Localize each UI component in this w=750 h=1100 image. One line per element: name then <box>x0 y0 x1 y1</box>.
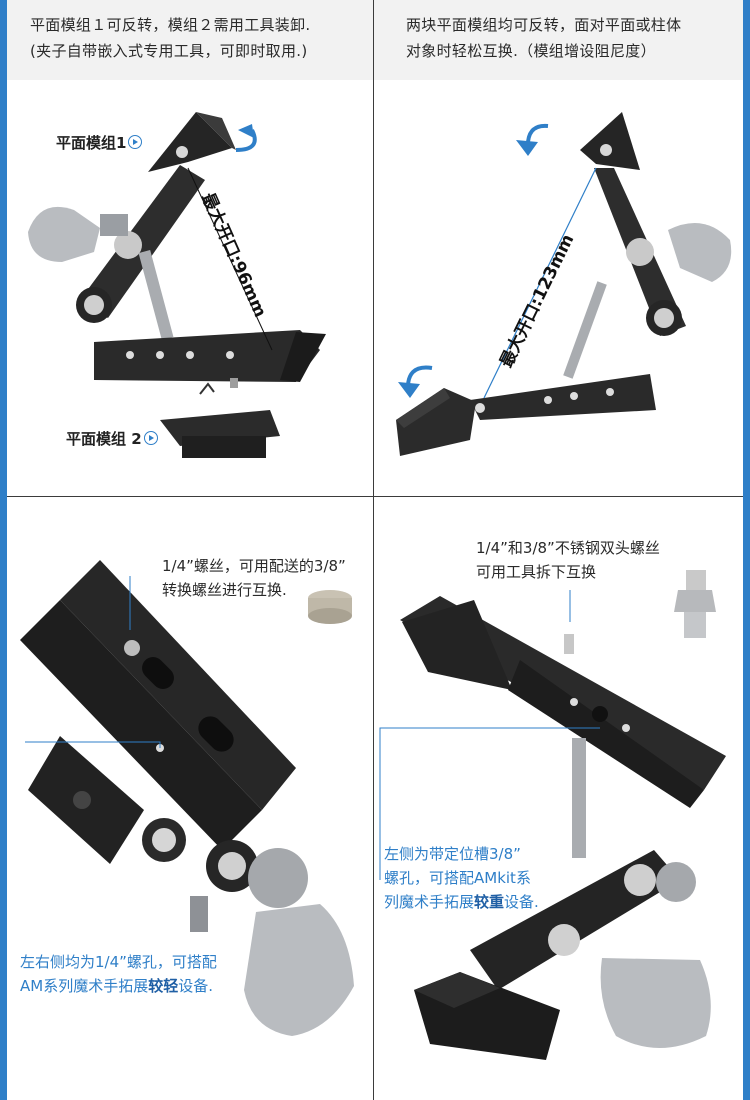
bottom-right-hole-note: 左侧为带定位槽3/8” 螺孔，可搭配AMkit系 列魔术手拓展较重设备. <box>384 842 539 914</box>
hole-note-text: 设备. <box>178 977 214 995</box>
module1-label-text: 平面模组1 <box>56 134 127 152</box>
bottom-left-screw-note-line2: 转换螺丝进行互换. <box>162 581 287 599</box>
module1-label: 平面模组1 <box>56 132 143 153</box>
hole-note-text: 设备. <box>504 893 539 911</box>
caption-bg-left <box>7 0 373 80</box>
hole-note-text: AM系列魔术手拓展 <box>20 977 149 995</box>
top-right-caption-line1: 两块平面模组均可反转，面对平面或柱体 <box>406 16 682 34</box>
caption-bg-right <box>374 0 743 80</box>
bottom-right-hole-note-line1: 左侧为带定位槽3/8” <box>384 845 521 863</box>
play-circle-icon <box>128 135 143 149</box>
hole-note-emphasis: 较轻 <box>148 977 179 995</box>
bottom-right-screw-note-line2: 可用工具拆下互换 <box>476 563 597 581</box>
play-circle-icon <box>143 431 158 445</box>
top-left-caption-line1: 平面模组１可反转，模组２需用工具装卸. <box>30 16 311 34</box>
bottom-left-screw-note: 1/4”螺丝，可用配送的3/8” 转换螺丝进行互换. <box>162 554 346 602</box>
clamp-top-left-image <box>28 112 326 458</box>
right-accent-border <box>743 0 750 1100</box>
bottom-left-hole-note-line2: AM系列魔术手拓展较轻设备. <box>20 974 217 998</box>
module2-label-text: 平面模组 2 <box>66 430 142 448</box>
left-accent-border <box>0 0 7 1100</box>
bottom-right-hole-note-line3: 列魔术手拓展较重设备. <box>384 890 539 914</box>
clamp-bottom-left-image <box>20 560 354 1036</box>
bottom-left-hole-note: 左右侧均为1/4”螺孔，可搭配 AM系列魔术手拓展较轻设备. <box>20 950 217 998</box>
clamp-bottom-right-image <box>379 570 726 1060</box>
module2-label: 平面模组 2 <box>66 428 158 449</box>
bottom-left-screw-note-line1: 1/4”螺丝，可用配送的3/8” <box>162 557 346 575</box>
hole-note-emphasis: 较重 <box>474 893 505 911</box>
top-right-caption: 两块平面模组均可反转，面对平面或柱体 对象时轻松互换.（模组增设阻尼度） <box>406 12 681 64</box>
top-left-caption-line2: (夹子自带嵌入式专用工具，可即时取用.) <box>30 42 308 60</box>
bottom-right-screw-note: 1/4”和3/8”不锈钢双头螺丝 可用工具拆下互换 <box>476 536 660 584</box>
bottom-right-hole-note-line2: 螺孔，可搭配AMkit系 <box>384 869 531 887</box>
bottom-right-screw-note-line1: 1/4”和3/8”不锈钢双头螺丝 <box>476 539 660 557</box>
hole-note-text: 列魔术手拓展 <box>384 893 475 911</box>
vertical-divider <box>373 0 374 1100</box>
clamp-top-right-image <box>396 112 732 456</box>
top-right-caption-line2: 对象时轻松互换.（模组增设阻尼度） <box>406 42 656 60</box>
horizontal-divider <box>7 496 743 497</box>
bottom-left-hole-note-line1: 左右侧均为1/4”螺孔，可搭配 <box>20 953 217 971</box>
top-left-caption: 平面模组１可反转，模组２需用工具装卸. (夹子自带嵌入式专用工具，可即时取用.) <box>30 12 310 64</box>
